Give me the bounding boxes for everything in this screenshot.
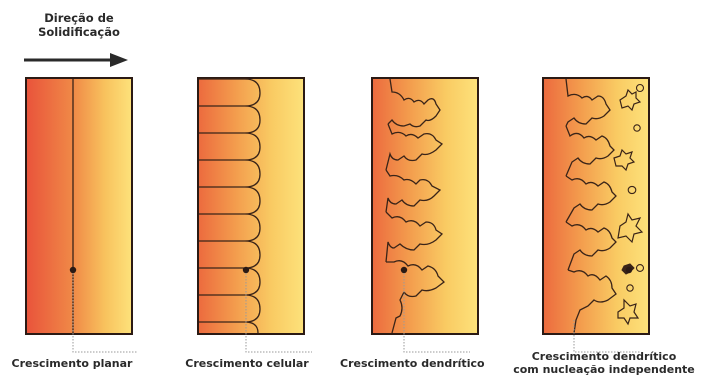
direction-label: Direção de Solidificação xyxy=(24,11,134,39)
caption-dendritic-nucleation: Crescimento dendrítico com nucleação ind… xyxy=(508,350,700,376)
direction-label-line2: Solidificação xyxy=(24,25,134,39)
caption-dendritic: Crescimento dendrítico xyxy=(340,357,480,370)
caption-cellular: Crescimento celular xyxy=(176,357,318,370)
caption-line2: com nucleação independente xyxy=(508,363,700,376)
caption-line1: Crescimento dendrítico xyxy=(508,350,700,363)
panel-dendritic xyxy=(372,78,478,352)
direction-arrow xyxy=(24,53,128,67)
panel-dendritic-nucleation xyxy=(543,78,649,352)
marker-dot xyxy=(626,267,632,273)
caption-planar: Crescimento planar xyxy=(2,357,142,370)
marker-dot xyxy=(70,267,76,273)
marker-dot xyxy=(243,267,249,273)
panel-cellular xyxy=(198,78,312,352)
direction-label-line1: Direção de xyxy=(24,11,134,25)
panel-planar xyxy=(26,78,138,352)
marker-dot xyxy=(401,267,407,273)
